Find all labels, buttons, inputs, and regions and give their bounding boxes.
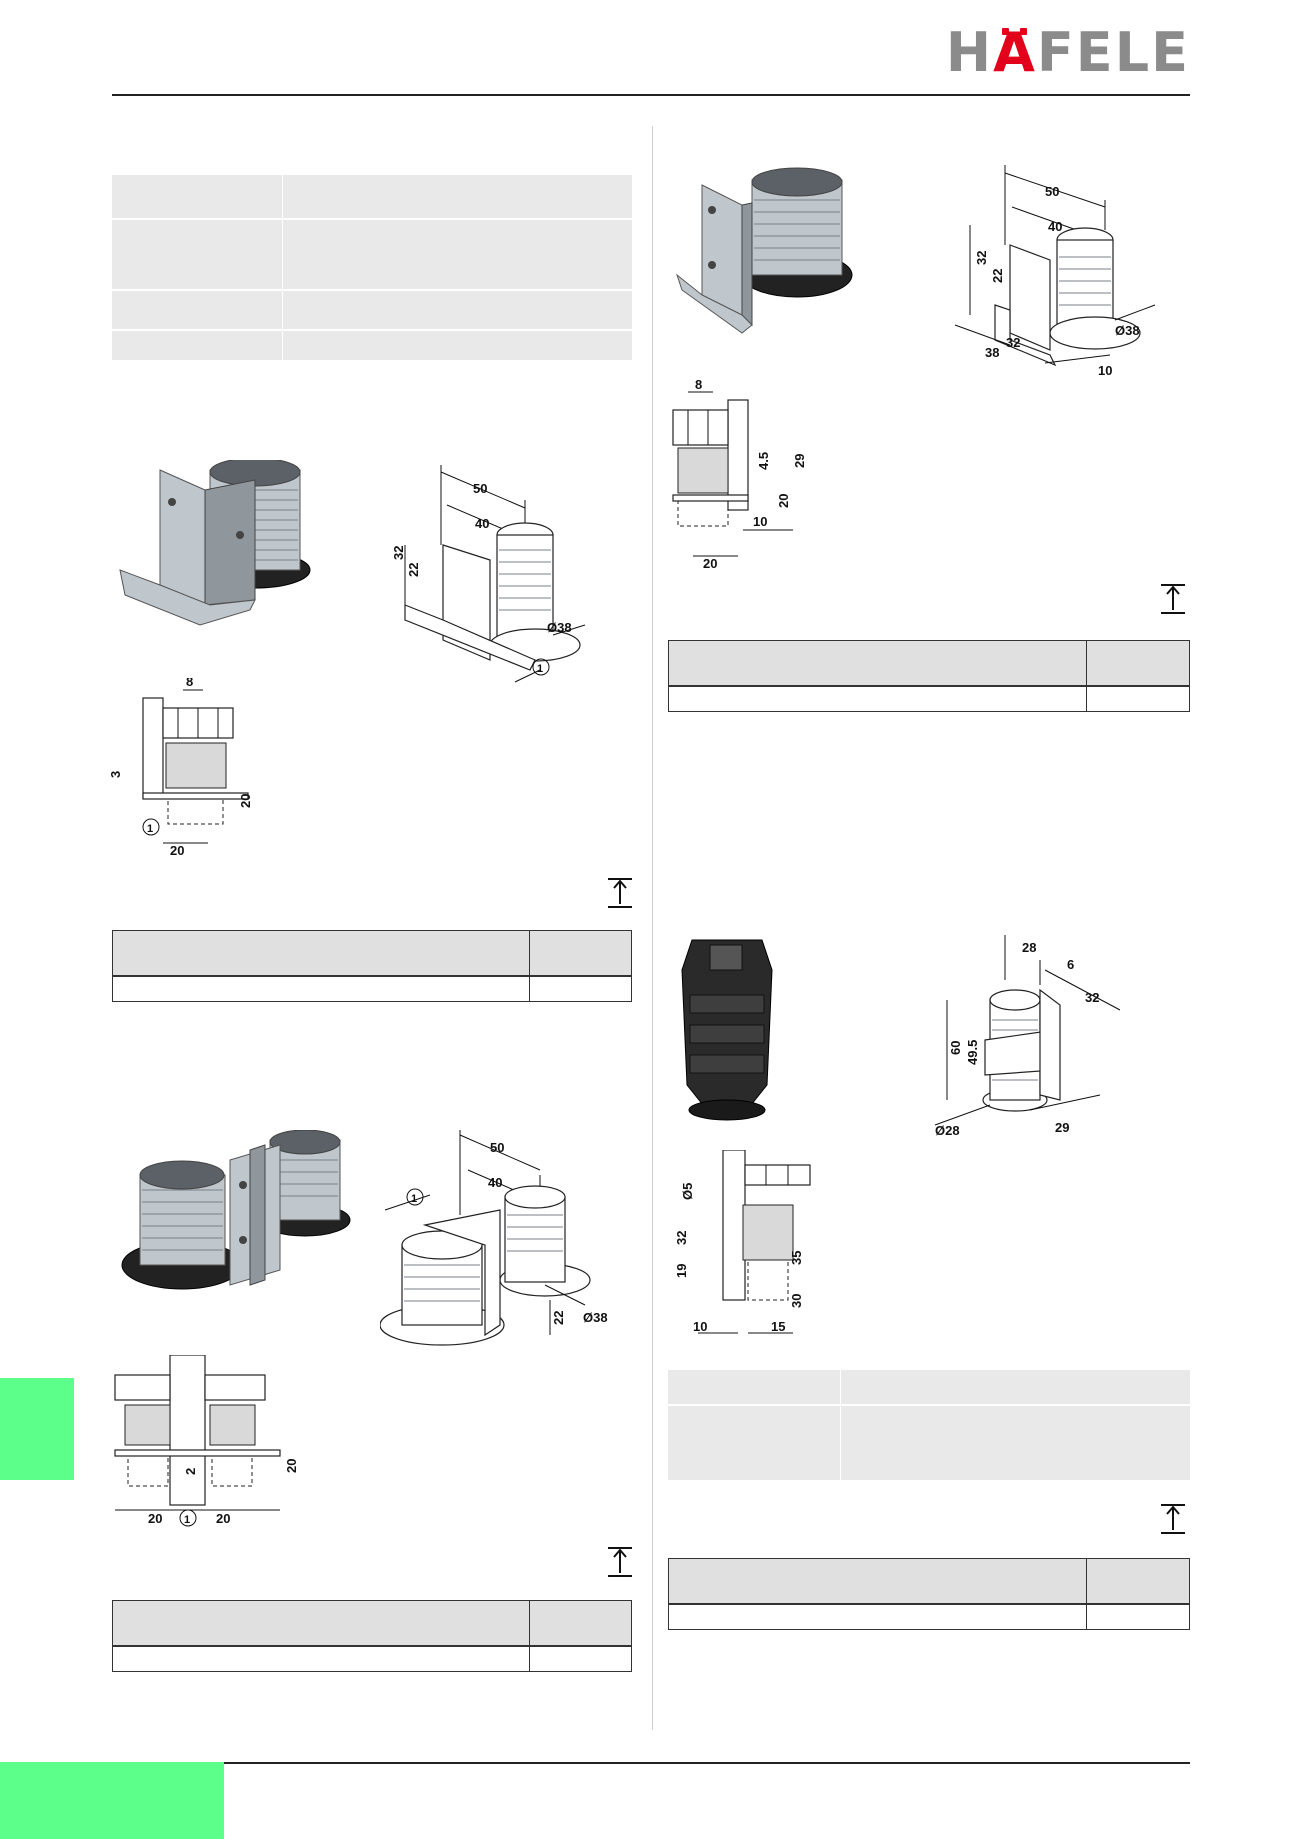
height-adjust-icon [1161, 584, 1185, 614]
svg-text:32: 32 [674, 1231, 689, 1245]
svg-text:28: 28 [1022, 940, 1036, 955]
svg-text:10: 10 [753, 514, 767, 529]
svg-text:15: 15 [771, 1319, 785, 1334]
svg-text:6: 6 [1067, 957, 1074, 972]
svg-text:2: 2 [183, 1468, 198, 1475]
svg-text:20: 20 [216, 1511, 230, 1526]
order-table-4 [668, 1558, 1190, 1630]
svg-text:20: 20 [238, 794, 253, 808]
svg-text:32: 32 [391, 546, 406, 560]
svg-text:8: 8 [186, 678, 193, 689]
svg-text:Ø38: Ø38 [583, 1310, 608, 1325]
svg-text:50: 50 [473, 481, 487, 496]
svg-text:20: 20 [703, 556, 717, 570]
header-rule [112, 94, 1190, 96]
svg-text:35: 35 [789, 1251, 804, 1265]
logo-a-umlaut: A [993, 21, 1037, 84]
svg-text:60: 60 [948, 1041, 963, 1055]
order-table-2 [112, 1600, 632, 1672]
svg-text:20: 20 [776, 494, 791, 508]
svg-text:Ø38: Ø38 [547, 620, 572, 635]
svg-text:Ø5: Ø5 [680, 1183, 695, 1200]
svg-text:40: 40 [1048, 219, 1062, 234]
svg-text:50: 50 [490, 1140, 504, 1155]
bracket-foot-photo [119, 460, 311, 626]
bracket-foot-drawing: 50 40 32 22 Ø38 1 [391, 465, 586, 683]
height-adjust-icon [1161, 1504, 1185, 1534]
spec-box-top [112, 175, 632, 360]
plate-foot-drawing: 50 40 32 22 Ø38 38 32 10 [954, 165, 1156, 378]
svg-text:3: 3 [108, 771, 123, 778]
svg-text:10: 10 [693, 1319, 707, 1334]
svg-text:29: 29 [1055, 1120, 1069, 1135]
order-table-1 [112, 930, 632, 1002]
footer-rule [112, 1762, 1190, 1764]
svg-text:32: 32 [1006, 335, 1020, 350]
svg-text:50: 50 [1045, 184, 1059, 199]
svg-text:20: 20 [170, 843, 184, 858]
bracket-foot-section: 8 3 20 1 20 [108, 678, 253, 858]
svg-text:Ø38: Ø38 [1115, 323, 1140, 338]
svg-text:19: 19 [674, 1264, 689, 1278]
plastic-foot-photo [681, 939, 773, 1121]
double-foot-section: 2 20 20 1 20 [114, 1355, 299, 1527]
svg-text:Ø28: Ø28 [935, 1123, 960, 1138]
svg-text:32: 32 [1085, 990, 1099, 1005]
svg-text:49.5: 49.5 [965, 1040, 980, 1065]
svg-text:4.5: 4.5 [756, 452, 771, 470]
plastic-foot-drawing: 28 6 32 60 49.5 Ø28 29 [934, 935, 1120, 1138]
svg-text:40: 40 [488, 1175, 502, 1190]
double-foot-drawing: 50 40 1 Ø38 22 [380, 1130, 608, 1346]
double-foot-photo [121, 1130, 351, 1290]
plate-foot-section: 8 4.5 29 20 10 20 [672, 380, 807, 570]
order-table-3 [668, 640, 1190, 712]
svg-text:8: 8 [695, 380, 702, 392]
svg-text:1: 1 [147, 823, 153, 835]
height-adjust-icon [608, 1547, 632, 1577]
height-adjust-icon [608, 878, 632, 908]
brand-logo: HAFELE [945, 21, 1190, 84]
spec-box-bottom [668, 1370, 1190, 1480]
chapter-side-tab [0, 1378, 74, 1480]
svg-text:29: 29 [792, 454, 807, 468]
svg-text:20: 20 [148, 1511, 162, 1526]
footer-chapter-tab [0, 1762, 224, 1839]
svg-text:30: 30 [789, 1294, 804, 1308]
svg-text:22: 22 [990, 269, 1005, 283]
svg-text:32: 32 [974, 251, 989, 265]
svg-text:10: 10 [1098, 363, 1112, 378]
svg-text:1: 1 [537, 663, 543, 675]
svg-text:1: 1 [184, 1514, 190, 1526]
column-divider [652, 126, 653, 1730]
svg-text:22: 22 [551, 1311, 566, 1325]
svg-text:20: 20 [284, 1459, 299, 1473]
svg-text:40: 40 [475, 516, 489, 531]
plastic-foot-section: Ø5 32 19 35 30 10 15 [674, 1150, 811, 1334]
svg-text:1: 1 [411, 1193, 417, 1205]
svg-text:22: 22 [406, 563, 421, 577]
plate-foot-photo [675, 167, 853, 334]
svg-text:38: 38 [985, 345, 999, 360]
